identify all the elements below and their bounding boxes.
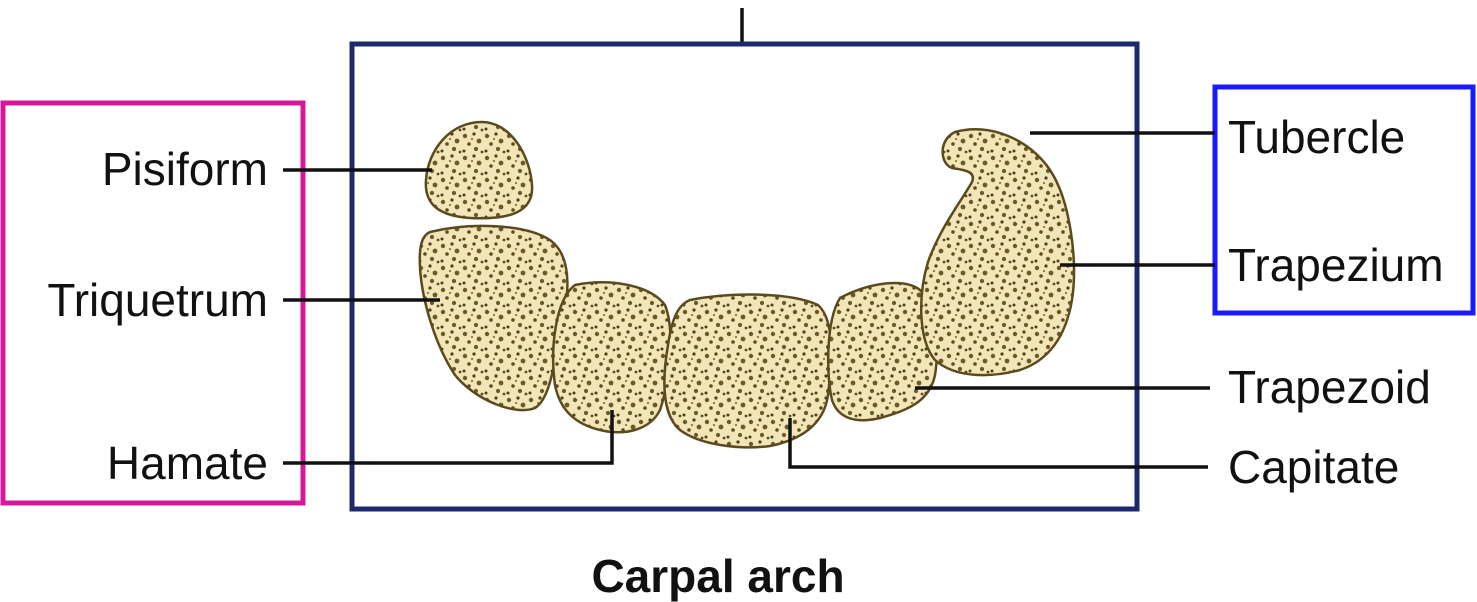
label-trapezoid: Trapezoid [1228,361,1431,413]
triquetrum-bone [420,226,568,410]
label-triquetrum: Triquetrum [47,274,268,326]
pisiform-bone [426,122,532,218]
diagram-caption: Carpal arch [591,550,844,602]
label-pisiform: Pisiform [102,143,268,195]
label-hamate: Hamate [107,437,268,489]
label-tubercle: Tubercle [1228,111,1405,163]
label-trapezium: Trapezium [1228,239,1444,291]
trapezium-bone [921,129,1074,375]
label-capitate: Capitate [1228,441,1399,493]
capitate-leader [790,418,1208,467]
hamate-leader [283,410,612,463]
hamate-bone [553,282,670,432]
capitate-bone [664,295,831,448]
